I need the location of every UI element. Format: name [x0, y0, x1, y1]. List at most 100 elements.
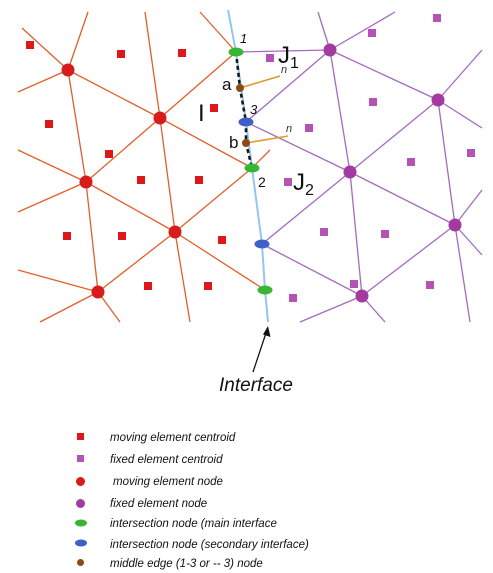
moving-mesh-edge [67, 11, 89, 71]
fixed-mesh-edge [235, 49, 331, 53]
moving-centroid-marker [45, 120, 53, 128]
moving-mesh-edge [17, 149, 87, 183]
secondary-intersection-node-3 [238, 117, 254, 127]
legend-main-intersection-symbol [75, 519, 87, 527]
legend-middle-edge-symbol [77, 559, 84, 566]
moving-mesh-edge [67, 69, 161, 119]
moving-node-marker [153, 111, 167, 125]
fixed-mesh-edge [245, 121, 351, 173]
fixed-mesh-edge [454, 189, 483, 226]
middle-edge-node-b [242, 139, 250, 147]
fixed-node-marker [448, 218, 462, 232]
fixed-centroid-marker [407, 158, 415, 166]
secondary-intersection-node [254, 239, 270, 249]
legend-secondary-intersection-symbol [75, 539, 87, 547]
normal-vector-bottom [245, 135, 289, 144]
element-J2-subscript: 2 [305, 182, 314, 199]
fixed-mesh-edge [349, 99, 439, 173]
node-2-label: 2 [258, 174, 266, 190]
legend-label-moving-node: moving element node [113, 476, 223, 488]
moving-node-marker [168, 225, 182, 239]
legend-label-moving-centroid: moving element centroid [110, 432, 236, 444]
moving-mesh-edge [85, 181, 176, 233]
fixed-nodes [323, 43, 462, 303]
legend-fixed-centroid-symbol [77, 455, 84, 462]
fixed-mesh [235, 11, 483, 323]
middle-edge-node-a [236, 84, 244, 92]
node-b-label: b [229, 133, 238, 152]
moving-mesh-edge [21, 27, 69, 71]
node-a-label: a [222, 75, 232, 94]
fixed-mesh-edge [349, 171, 363, 297]
fixed-node-marker [343, 165, 357, 179]
moving-mesh-edge [85, 117, 161, 183]
fixed-mesh-edge [454, 224, 483, 256]
fixed-mesh-edge [317, 11, 331, 51]
fixed-mesh-edge [245, 49, 331, 123]
fixed-centroid-marker [368, 29, 376, 37]
fixed-centroid-marker [381, 230, 389, 238]
legend-fixed-node-symbol [76, 499, 85, 508]
moving-mesh-edge [159, 117, 176, 233]
element-J2-label: J2 [293, 169, 314, 199]
moving-mesh-edge [144, 11, 161, 119]
normal-bottom-label: n [286, 123, 292, 135]
fixed-mesh-edge [261, 171, 351, 245]
moving-mesh-edge [174, 231, 266, 291]
moving-centroids [26, 41, 226, 290]
moving-centroid-marker [178, 49, 186, 57]
fixed-centroid-marker [289, 294, 297, 302]
fixed-mesh-edge [349, 171, 456, 226]
interface-caption: Interface [219, 375, 293, 396]
fixed-centroid-marker [433, 14, 441, 22]
fixed-centroid-marker [467, 149, 475, 157]
fixed-mesh-edge [261, 243, 363, 297]
moving-centroid-marker [144, 282, 152, 290]
moving-node-marker [61, 63, 75, 77]
main-intersection-node [257, 285, 273, 295]
fixed-node-marker [431, 93, 445, 107]
moving-nodes [61, 63, 182, 299]
node-3-label: 3 [250, 102, 258, 117]
fixed-centroid-marker [305, 124, 313, 132]
normal-vector-top [239, 75, 281, 89]
fixed-centroid-marker [266, 54, 274, 62]
legend-label-main-intersection: intersection node (main interface [110, 518, 277, 530]
legend-label-fixed-centroid: fixed element centroid [110, 454, 223, 466]
moving-mesh-edge [17, 69, 69, 93]
element-J1-label: J1 [278, 42, 299, 72]
fixed-centroid-marker [284, 178, 292, 186]
fixed-mesh-edge [299, 295, 363, 323]
moving-mesh-edge [174, 231, 191, 323]
interface-arrow [252, 326, 271, 373]
main-intersection-node-2 [244, 163, 260, 173]
moving-mesh-edge [159, 51, 237, 119]
fixed-mesh-edge [454, 224, 471, 323]
moving-mesh-edge [17, 269, 99, 293]
legend: moving element centroid fixed element ce… [75, 432, 309, 570]
moving-centroid-marker [26, 41, 34, 49]
moving-mesh-edge [39, 291, 99, 323]
normal-top-label: n [281, 64, 287, 76]
legend-label-middle-edge: middle edge (1-3 or -- 3) node [110, 558, 263, 570]
fixed-centroid-marker [369, 98, 377, 106]
moving-centroid-marker [118, 232, 126, 240]
fixed-centroid-marker [350, 280, 358, 288]
moving-mesh [17, 11, 271, 323]
moving-node-marker [91, 285, 105, 299]
moving-node-marker [79, 175, 93, 189]
fixed-mesh-edge [329, 11, 396, 51]
moving-mesh-edge [17, 181, 87, 213]
fixed-mesh-edge [437, 99, 456, 226]
fixed-centroid-marker [426, 281, 434, 289]
fixed-mesh-edge [329, 49, 351, 173]
fixed-node-marker [355, 289, 369, 303]
moving-mesh-edge [199, 11, 237, 53]
fixed-mesh-edge [361, 224, 456, 297]
fixed-centroids [266, 14, 475, 302]
node-1-label: 1 [240, 31, 247, 46]
moving-centroid-marker [117, 50, 125, 58]
moving-centroid-marker [195, 176, 203, 184]
legend-label-secondary-intersection: intersection node (secondary interface) [110, 539, 309, 551]
